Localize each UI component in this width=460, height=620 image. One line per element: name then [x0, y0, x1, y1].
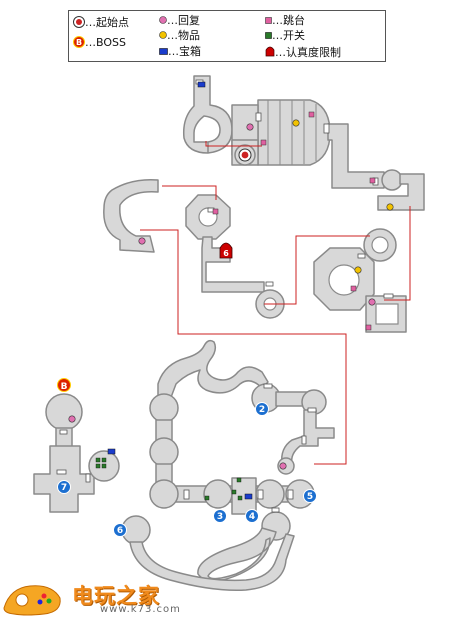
- svg-text:7: 7: [61, 483, 67, 493]
- long-south-corridor: [129, 533, 295, 592]
- switch-icon: [204, 495, 210, 501]
- item-markers: [292, 119, 394, 274]
- legend-recover: …回复: [159, 15, 200, 27]
- legend-start: …起始点: [73, 16, 129, 29]
- svg-text:4: 4: [249, 512, 255, 522]
- east-plumbing: [280, 409, 335, 465]
- watermark-url: www.k73.com: [100, 604, 181, 615]
- recovery-icon: [159, 16, 167, 24]
- recovery-icon: [279, 462, 287, 470]
- svg-text:6: 6: [223, 249, 229, 258]
- jump-pad-icon: [308, 111, 315, 118]
- svg-text:2: 2: [259, 405, 265, 415]
- restriction-gate-icon: 6: [219, 242, 233, 259]
- jump-pad-icon: [265, 17, 272, 24]
- hook-room: [182, 75, 233, 154]
- switch-icon: [236, 477, 242, 483]
- jump-pad-icon: [350, 285, 357, 292]
- warp-markers: 2 3 4 5 6 7: [57, 402, 317, 537]
- jump-pad-icon: [365, 324, 372, 331]
- switch-icon: [237, 495, 243, 501]
- area-lower: [121, 339, 335, 592]
- chest-icon: [197, 81, 206, 88]
- route-lines: [140, 141, 411, 465]
- legend-boss: B …BOSS: [73, 36, 126, 49]
- switch-icon: [101, 457, 107, 463]
- east-round-room: [381, 169, 403, 191]
- switch-icon: [95, 457, 101, 463]
- svg-text:6: 6: [117, 526, 123, 536]
- legend-item: …物品: [159, 30, 200, 42]
- recovery-icon: [368, 298, 376, 306]
- boss-icon: B: [57, 378, 71, 392]
- gamepad-icon: [3, 585, 61, 616]
- svg-text:B: B: [76, 38, 82, 47]
- recovery-markers: [68, 123, 376, 470]
- tower-top-room: [45, 393, 83, 431]
- switch-icon: [231, 489, 237, 495]
- warp-5-icon: 5: [303, 489, 317, 503]
- item-icon: [292, 119, 300, 127]
- chest-markers: [107, 81, 253, 500]
- chest-icon: [159, 48, 168, 55]
- west-column-room-2: [149, 437, 179, 467]
- svg-text:3: 3: [217, 512, 223, 522]
- restriction-gate-icon: [265, 46, 275, 57]
- warp-6-icon: 6: [113, 523, 127, 537]
- recovery-icon: [246, 123, 254, 131]
- switch-icon: [101, 463, 107, 469]
- warp-7-icon: 7: [57, 480, 71, 494]
- switch-room: [231, 477, 257, 515]
- spiral-loop: [197, 527, 277, 582]
- site-logo: [3, 585, 61, 616]
- legend-gate: …认真度限制: [265, 45, 341, 59]
- small-ring-hole: [371, 236, 389, 254]
- legend-jump: …跳台: [265, 15, 305, 27]
- warp-3-icon: 3: [213, 509, 227, 523]
- watermark-title: 电玩之家: [72, 584, 160, 608]
- svg-text:B: B: [61, 382, 68, 392]
- switch-icon: [265, 32, 272, 39]
- east-bend: [377, 173, 425, 211]
- south-hall-mid: [203, 479, 233, 509]
- jump-pad-icon: [212, 208, 219, 215]
- item-icon: [354, 266, 362, 274]
- legend-switch: …开关: [265, 30, 305, 42]
- recovery-icon: [68, 415, 76, 423]
- c-room: [103, 178, 159, 253]
- chest-icon: [107, 448, 116, 455]
- chest-icon: [244, 493, 253, 500]
- area-west-tower: [33, 393, 120, 513]
- west-column-room-1: [149, 393, 179, 423]
- east-corridor: [327, 123, 385, 189]
- tower-hall: [33, 445, 95, 513]
- svg-text:5: 5: [307, 492, 313, 502]
- switch-markers: [95, 457, 243, 501]
- map-legend: …起始点 B …BOSS …回复 …物品 …宝箱 …跳台 …开关 …认真度限制: [68, 10, 386, 62]
- pod-stripes: [267, 100, 317, 165]
- jump-pad-icon: [260, 139, 267, 146]
- recovery-icon: [138, 237, 146, 245]
- warp-2-icon: 2: [255, 402, 269, 416]
- square-room-hole: [375, 303, 399, 325]
- switch-icon: [95, 463, 101, 469]
- jump-markers: [212, 111, 376, 331]
- jump-pad-icon: [369, 177, 376, 184]
- item-icon: [159, 31, 167, 39]
- winding-corridor: [157, 339, 269, 401]
- boss-icon: B: [73, 36, 85, 48]
- octagon-exit: [201, 236, 265, 293]
- start-point-icon: [73, 16, 85, 28]
- start-point-icon: [238, 148, 252, 162]
- south-hall-west: [149, 479, 179, 509]
- item-icon: [386, 203, 394, 211]
- warp-4-icon: 4: [245, 509, 259, 523]
- legend-chest: …宝箱: [159, 46, 201, 58]
- main-pod: [257, 99, 331, 166]
